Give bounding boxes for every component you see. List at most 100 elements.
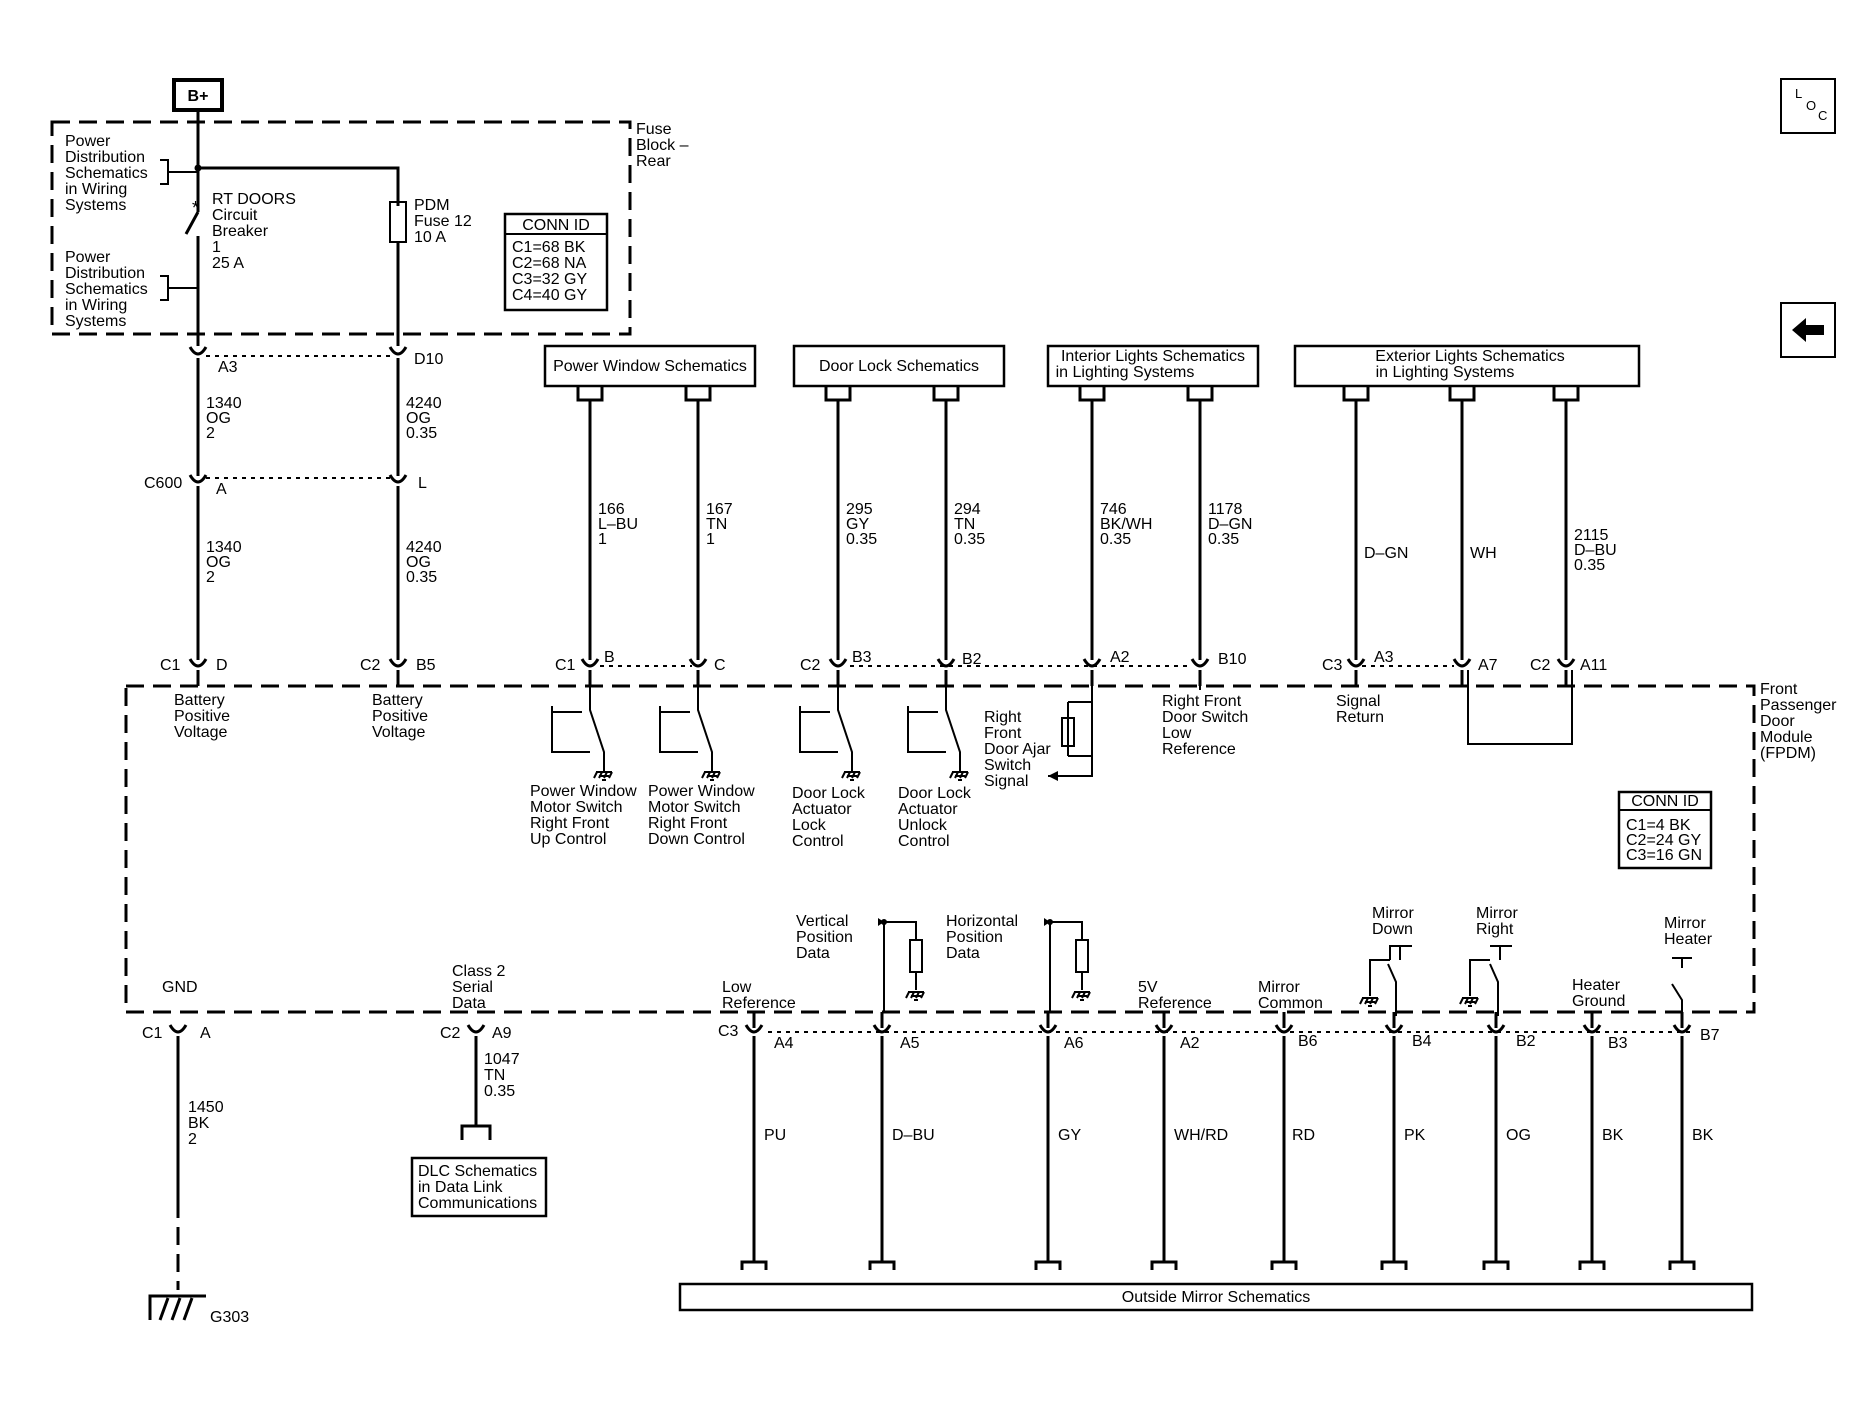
svg-text:Door Lock Schematics: Door Lock Schematics	[819, 358, 979, 375]
upper-wire	[1342, 386, 1370, 660]
c600-pin-a: A	[216, 481, 227, 498]
svg-text:C1: C1	[160, 657, 181, 674]
lower-wire-color: BK	[1692, 1127, 1714, 1144]
a7-a11-jumper	[1467, 670, 1573, 745]
lower-wire-color: PK	[1404, 1127, 1426, 1144]
pd-ref-1-bracket	[160, 159, 198, 185]
lower-wire	[1270, 1036, 1298, 1270]
lower-wire-color: GY	[1058, 1127, 1081, 1144]
upper-wire	[824, 386, 852, 660]
vertical-sensor-resistor	[909, 939, 923, 973]
mirror-heater-switch	[1671, 957, 1692, 1016]
lower-wire	[1482, 1036, 1510, 1270]
interior-lights-schematics-ref[interactable]: Interior Lights Schematics in Lighting S…	[1046, 344, 1260, 388]
c600-pin-l: L	[418, 475, 427, 492]
svg-text:A3: A3	[1374, 649, 1394, 666]
upper-wire	[684, 386, 712, 660]
door-lock-schematics-ref[interactable]: Door Lock Schematics	[792, 344, 1006, 388]
lower-wire-color: D–BU	[892, 1127, 935, 1144]
lower-wire-color: RD	[1292, 1127, 1315, 1144]
lower-wire	[1034, 1036, 1062, 1270]
svg-text:in Lighting Systems: in Lighting Systems	[1056, 364, 1195, 381]
svg-text:A9: A9	[492, 1025, 512, 1042]
upper-wire-label: D–GN	[1364, 545, 1408, 562]
location-button[interactable]: L O C	[1780, 78, 1836, 134]
lower-wire-color: PU	[764, 1127, 786, 1144]
lower-wire	[1578, 1036, 1606, 1270]
svg-text:D: D	[216, 657, 228, 674]
svg-text:B6: B6	[1298, 1033, 1318, 1050]
svg-text:A2: A2	[1180, 1035, 1200, 1052]
outside-mirror-schematics-ref[interactable]: Outside Mirror Schematics	[678, 1282, 1754, 1312]
upper-wire	[1448, 386, 1476, 660]
lower-wire	[868, 1036, 896, 1270]
horizontal-sensor-lines	[1050, 921, 1083, 990]
lower-wire	[1668, 1036, 1696, 1270]
svg-text:B2: B2	[962, 651, 982, 668]
rt-doors-circuit-breaker	[184, 168, 200, 346]
loc-letter-l: L	[1795, 86, 1803, 101]
svg-text:C2: C2	[440, 1025, 461, 1042]
vertical-sensor-lines	[884, 921, 917, 990]
svg-text:C2: C2	[1530, 657, 1551, 674]
door-ajar-resistor	[1061, 717, 1075, 747]
svg-text:B3: B3	[852, 649, 872, 666]
svg-text:B: B	[604, 649, 615, 666]
svg-text:B7: B7	[1700, 1027, 1720, 1044]
lower-wire	[1150, 1036, 1178, 1270]
back-button[interactable]	[1780, 302, 1836, 358]
gnd-label: GND	[162, 979, 198, 996]
svg-text:B10: B10	[1218, 651, 1247, 668]
upper-wire-label: WH	[1470, 545, 1497, 562]
svg-text:in Lighting Systems: in Lighting Systems	[1376, 364, 1515, 381]
svg-text:CONN ID: CONN ID	[1631, 793, 1699, 810]
svg-text:B5: B5	[416, 657, 436, 674]
svg-text:Interior Lights Schematics: Interior Lights Schematics	[1061, 348, 1245, 365]
power-window-schematics-ref[interactable]: Power Window Schematics	[543, 344, 757, 388]
lower-wire-color: BK	[1602, 1127, 1624, 1144]
loc-letter-c: C	[1818, 108, 1828, 123]
lower-wire-color: OG	[1506, 1127, 1531, 1144]
exterior-lights-schematics-ref[interactable]: Exterior Lights Schematics in Lighting S…	[1293, 344, 1641, 388]
lower-wire	[740, 1036, 768, 1270]
pd-ref-2-bracket	[160, 275, 198, 301]
svg-text:A7: A7	[1478, 657, 1498, 674]
ground-g303-label: G303	[210, 1309, 249, 1326]
svg-text:C1: C1	[555, 657, 576, 674]
